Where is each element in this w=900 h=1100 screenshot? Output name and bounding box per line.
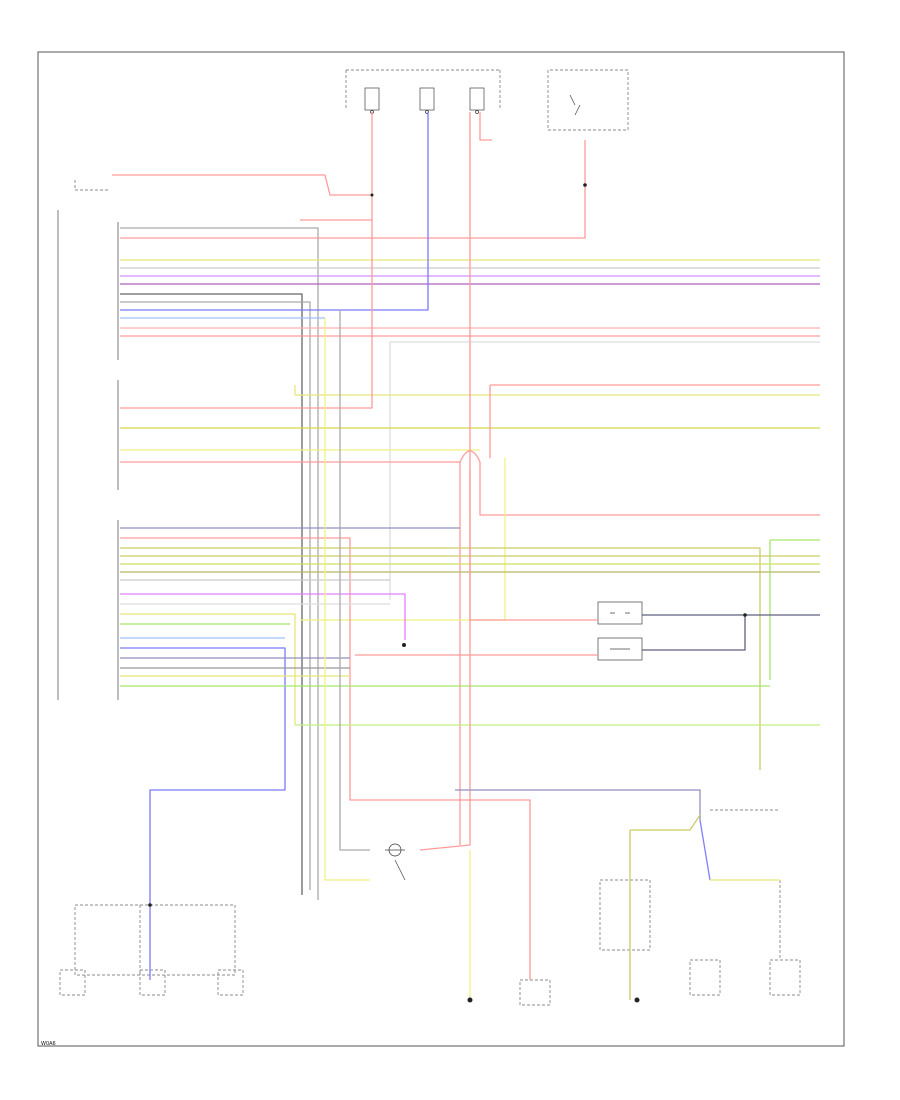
wire-olive-drop xyxy=(629,814,701,1000)
wire-red-2 xyxy=(120,140,586,239)
connector-brackets xyxy=(57,210,119,700)
wire-red-main xyxy=(300,112,373,221)
wire-olive-2 xyxy=(120,547,761,770)
wire-red-drop xyxy=(419,112,471,851)
wire-group xyxy=(112,112,820,1000)
wire-red-6 xyxy=(120,461,461,845)
wire-gray-2 xyxy=(120,301,311,890)
wire-yellow-5 xyxy=(120,613,296,725)
wire-magenta-1 xyxy=(120,593,406,640)
wire-blue-1 xyxy=(120,112,429,311)
wire-slate-3 xyxy=(642,615,746,651)
wire-slate-drop xyxy=(455,789,701,820)
diagram-frame xyxy=(37,51,845,1047)
wire-red-10 xyxy=(469,470,598,621)
wire-red-drop-2 xyxy=(479,112,492,141)
bottom-component xyxy=(385,843,406,881)
wire-yellow-4 xyxy=(300,458,506,621)
wire-red-top xyxy=(112,174,372,196)
wire-darkgray-1 xyxy=(120,293,303,895)
wire-red-9 xyxy=(120,537,531,980)
wire-gray-drop xyxy=(339,310,370,851)
wire-yellow-2 xyxy=(294,385,820,396)
right-terminals xyxy=(148,183,747,1003)
footer-code: W0A6 xyxy=(41,1041,56,1047)
wire-red-4 xyxy=(120,220,373,409)
wire-yellow-drop xyxy=(324,318,370,881)
wire-violet-drop xyxy=(699,819,711,881)
wire-lightgray-2 xyxy=(389,341,820,600)
fuse-panel xyxy=(345,69,629,1006)
wire-green-1 xyxy=(769,539,820,680)
wire-blue-2 xyxy=(120,647,286,980)
wire-red-7 xyxy=(459,450,820,516)
